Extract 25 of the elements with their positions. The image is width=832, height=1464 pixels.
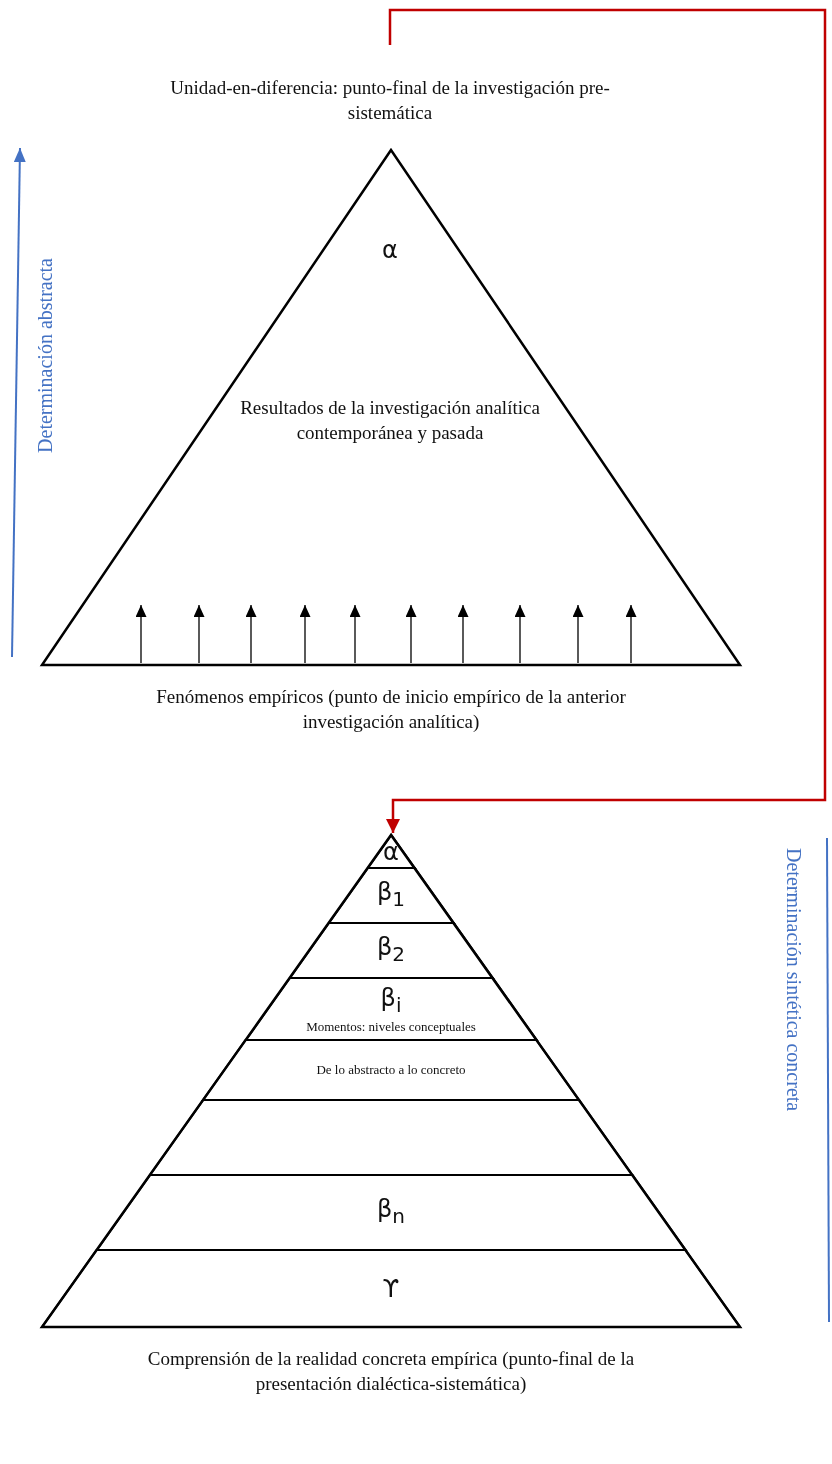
pyramid-level (245, 978, 537, 1040)
level-symbol: ϒ (382, 1273, 400, 1304)
triangle-heading: Unidad-en-diferencia: punto-final de la investigación pre-sistemática (169, 76, 611, 125)
level-label: De lo abstracto a lo concreto (316, 1062, 466, 1078)
pyramid-level (203, 1040, 579, 1100)
axis-label: Determinación sintética concreta (782, 848, 805, 1112)
triangle-diagram (40, 833, 742, 1329)
level-symbol: α (383, 836, 399, 867)
triangle-text: Resultados de la investigación analítica contemporánea y pasada (240, 396, 540, 445)
apex-symbol: α (381, 235, 399, 265)
level-symbol: β$_{i}$ (380, 982, 402, 1019)
level-symbol: β$_{n}$ (376, 1194, 405, 1230)
pyramid-level (367, 835, 415, 868)
empty-pyramid-level (149, 1100, 633, 1175)
level-label: Momentos: niveles conceptuales (306, 1019, 476, 1036)
pyramid-level (42, 1250, 740, 1327)
pyramid-level (96, 1175, 686, 1250)
pyramid-level (328, 868, 454, 923)
pyramid-level (289, 923, 493, 978)
axis-label: Determinación abstracta (34, 258, 57, 453)
triangle-caption: Fenómenos empíricos (punto de inicio empírico de la anterior investigación analítica) (155, 685, 627, 734)
triangle-caption: Comprensión de la realidad concreta empírica (punto-final de la presentación dialéctica-sistemática) (146, 1347, 636, 1396)
level-symbol: β$_{2}$ (376, 932, 405, 968)
arrow (386, 8, 827, 833)
level-symbol: β$_{1}$ (376, 877, 405, 913)
